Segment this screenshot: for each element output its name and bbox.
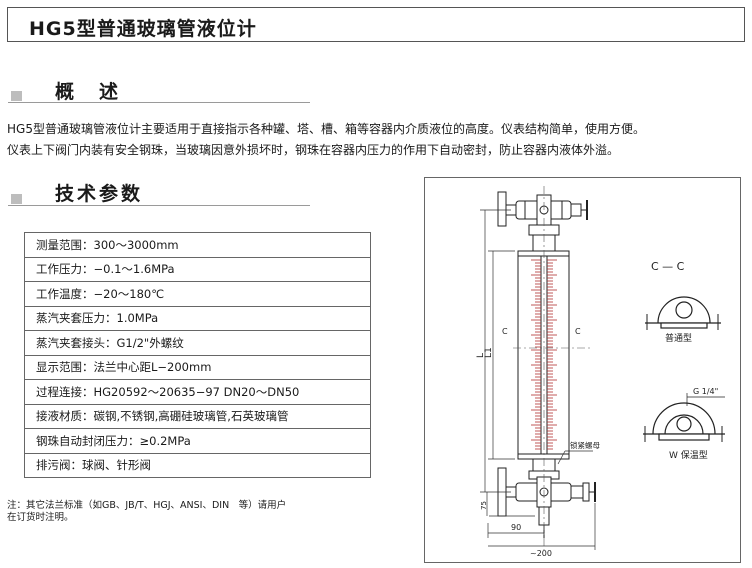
label-dim-L1: L1 <box>484 347 494 358</box>
section-heading-overview: 概 述 <box>55 81 122 103</box>
page-title: HG5型普通玻璃管液位计 <box>29 18 257 40</box>
note-line-2: 在订货时注明。 <box>7 512 74 523</box>
table-row: 工作温度：−20～180℃ <box>24 281 371 307</box>
section-divider <box>8 102 310 103</box>
table-row: 过程连接：HG20592～20635−97 DN20～DN50 <box>24 379 371 405</box>
tube-guard <box>517 250 570 460</box>
label-dim-75: 75 <box>480 501 488 510</box>
spec-cell: 接液材质：碳钢,不锈钢,高硼硅玻璃管,石英玻璃管 <box>24 403 371 429</box>
label-dim-90: 90 <box>511 523 521 532</box>
table-row: 蒸汽夹套压力：1.0MPa <box>24 305 371 331</box>
drawing-svg: C — C 普通型 W 保温型 G 1/4" 锁紧螺母 L L1 C C 75 … <box>476 186 725 558</box>
table-row: 测量范围：300～3000mm <box>24 232 371 258</box>
spec-cell: 蒸汽夹套压力：1.0MPa <box>24 305 371 331</box>
table-row: 蒸汽夹套接头：G1/2"外螺纹 <box>24 330 371 356</box>
spec-cell: 工作温度：−20～180℃ <box>24 281 371 307</box>
section-view-insulated <box>643 393 725 442</box>
table-row: 排污阀：球阀、针形阀 <box>24 452 371 478</box>
section-marker <box>11 194 22 204</box>
spec-cell: 蒸汽夹套接头：G1/2"外螺纹 <box>24 330 371 356</box>
label-dim-c-left: C <box>502 327 508 336</box>
table-row: 接液材质：碳钢,不锈钢,高硼硅玻璃管,石英玻璃管 <box>24 403 371 429</box>
label-dim-L: L <box>476 353 486 358</box>
scale-ticks <box>531 259 557 450</box>
technical-drawing: C — C 普通型 W 保温型 G 1/4" 锁紧螺母 L L1 C C 75 … <box>424 177 741 563</box>
spec-cell: 测量范围：300～3000mm <box>24 232 371 258</box>
spec-cell: 显示范围：法兰中心距L−200mm <box>24 354 371 380</box>
section-heading-tech: 技术参数 <box>55 183 144 205</box>
label-thread: G 1/4" <box>693 387 718 396</box>
table-row: 钢珠自动封闭压力：≥0.2MPa <box>24 428 371 454</box>
label-type-normal: 普通型 <box>665 332 692 344</box>
section-tech-header: 技术参数 <box>0 179 310 209</box>
section-divider <box>8 205 310 206</box>
label-dim-c-right: C <box>575 327 581 336</box>
spec-cell: 过程连接：HG20592～20635−97 DN20～DN50 <box>24 379 371 405</box>
overview-line-1: HG5型普通玻璃管液位计主要适用于直接指示各种罐、塔、槽、箱等容器内介质液位的高… <box>7 122 645 136</box>
label-dim-200: ~200 <box>530 549 552 558</box>
section-marker <box>11 91 22 101</box>
table-row: 显示范围：法兰中心距L−200mm <box>24 354 371 380</box>
label-nut: 锁紧螺母 <box>570 440 600 450</box>
top-flange <box>497 191 507 227</box>
label-section: C — C <box>651 260 685 273</box>
note-text: 注：其它法兰标准（如GB、JB/T、HGJ、ANSI、DIN 等）请用户 在订货… <box>7 500 286 524</box>
overview-line-2: 仪表上下阀门内装有安全钢珠，当玻璃因意外损坏时，钢珠在容器内压力的作用下自动密封… <box>7 143 620 157</box>
spec-cell: 工作压力：−0.1～1.6MPa <box>24 256 371 282</box>
section-overview-header: 概 述 <box>0 78 310 108</box>
section-view-normal <box>645 296 721 330</box>
note-line-1: 注：其它法兰标准（如GB、JB/T、HGJ、ANSI、DIN 等）请用户 <box>7 500 287 511</box>
spec-cell: 排污阀：球阀、针形阀 <box>24 452 371 478</box>
table-row: 工作压力：−0.1～1.6MPa <box>24 256 371 282</box>
spec-table: 测量范围：300～3000mm 工作压力：−0.1～1.6MPa 工作温度：−2… <box>24 232 371 478</box>
spec-cell: 钢珠自动封闭压力：≥0.2MPa <box>24 428 371 454</box>
label-type-insulated: W 保温型 <box>669 449 708 461</box>
title-bar: HG5型普通玻璃管液位计 <box>7 7 745 42</box>
